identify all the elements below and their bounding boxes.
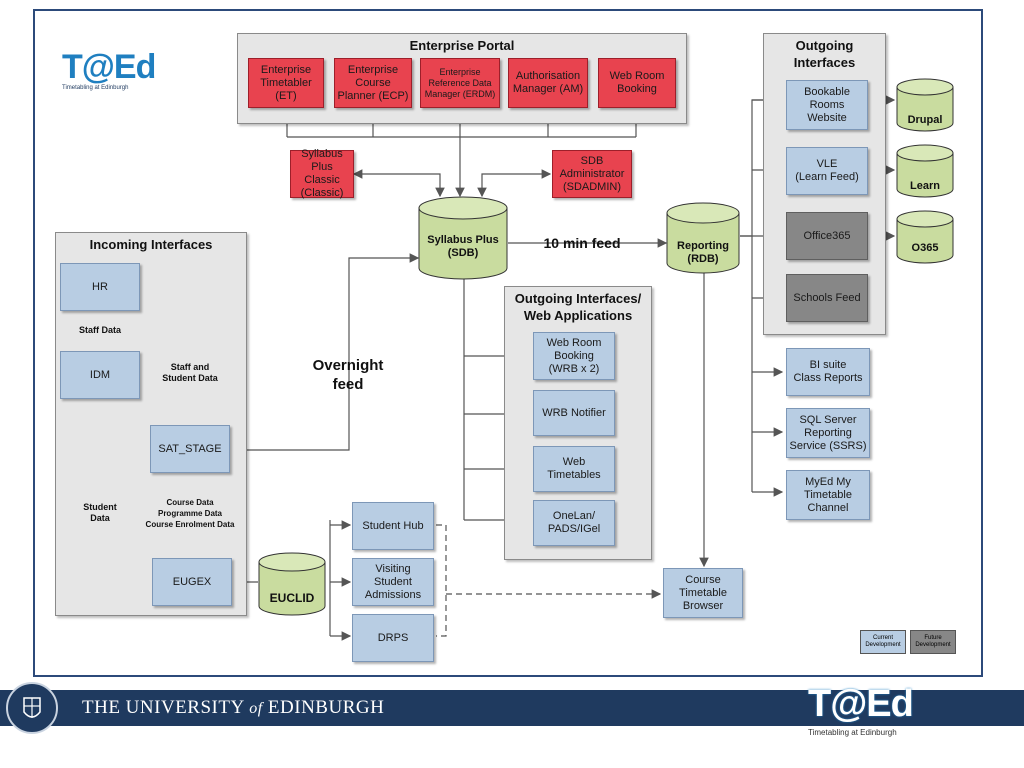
course-data-label: Course Data Programme Data Course Enrolm… [134, 497, 246, 530]
bookable-rooms-box: Bookable Rooms Website [786, 80, 868, 130]
drps-box: DRPS [352, 614, 434, 662]
erdm-box: Enterprise Reference Data Manager (ERDM) [420, 58, 500, 108]
uni-the: THE UNIVERSITY [82, 697, 244, 718]
sdb-label: Syllabus Plus (SDB) [427, 234, 499, 259]
web-timetables-box: Web Timetables [533, 446, 615, 492]
idm-box: IDM [60, 351, 140, 399]
myed-timetable-box: MyEd My Timetable Channel [786, 470, 870, 520]
outgoing-interfaces-title: Outgoing Interfaces [793, 38, 856, 70]
taed-logo: T@Ed Timetabling at Edinburgh [62, 50, 162, 95]
outgoing-web-apps-title: Outgoing Interfaces/ Web Applications [514, 291, 642, 323]
footer-logo-text: T@Ed [808, 683, 914, 725]
staff-student-data-label: Staff and Student Data [156, 362, 224, 384]
university-name: THE UNIVERSITY of EDINBURGH [82, 697, 384, 719]
footer-logo-tagline: Timetabling at Edinburgh [808, 728, 897, 737]
web-room-booking-wrb-box: Web Room Booking (WRB x 2) [533, 332, 615, 380]
sdb-database: Syllabus Plus (SDB) [418, 196, 508, 280]
enterprise-portal-title: Enterprise Portal [409, 38, 515, 53]
sat-stage-box: SAT_STAGE [150, 425, 230, 473]
uni-edinburgh: EDINBURGH [267, 697, 385, 718]
bi-suite-box: BI suite Class Reports [786, 348, 870, 396]
onelan-pads-igel-box: OneLan/ PADS/IGel [533, 500, 615, 546]
euclid-database: EUCLID [258, 552, 326, 616]
uni-of: of [249, 700, 263, 717]
learn-database: Learn [896, 144, 954, 198]
hr-box: HR [60, 263, 140, 311]
web-room-booking-portal-box: Web Room Booking [598, 58, 676, 108]
sdb-administrator-box: SDB Administrator (SDADMIN) [552, 150, 632, 198]
euclid-label: EUCLID [269, 591, 315, 605]
authorisation-manager-box: Authorisation Manager (AM) [508, 58, 588, 108]
schools-feed-box: Schools Feed [786, 274, 868, 322]
taed-logo-tagline: Timetabling at Edinburgh [62, 85, 129, 91]
staff-data-label: Staff Data [70, 325, 130, 336]
vle-learn-feed-box: VLE (Learn Feed) [786, 147, 868, 195]
ten-min-feed-label: 10 min feed [543, 235, 621, 251]
o365-database: O365 [896, 210, 954, 264]
learn-label: Learn [910, 180, 940, 192]
overnight-feed-label: Overnight feed [312, 357, 384, 393]
footer-taed-logo: T@Ed Timetabling at Edinburgh [808, 684, 918, 744]
o365-label: O365 [911, 242, 939, 254]
student-hub-box: Student Hub [352, 502, 434, 550]
visiting-student-admissions-box: Visiting Student Admissions [352, 558, 434, 606]
incoming-interfaces-title: Incoming Interfaces [89, 237, 213, 252]
taed-logo-text: T@Ed [62, 48, 156, 86]
legend-future-development: Future Development [910, 630, 956, 654]
wrb-notifier-box: WRB Notifier [533, 390, 615, 436]
rdb-database: Reporting (RDB) [666, 202, 740, 274]
enterprise-course-planner-box: Enterprise Course Planner (ECP) [334, 58, 412, 108]
university-crest-icon [6, 682, 58, 734]
footer-bar [0, 690, 1024, 726]
course-timetable-browser-box: Course Timetable Browser [663, 568, 743, 618]
enterprise-timetabler-box: Enterprise Timetabler (ET) [248, 58, 324, 108]
legend-current-development: Current Development [860, 630, 906, 654]
student-data-label: Student Data [74, 502, 126, 524]
rdb-label: Reporting (RDB) [677, 240, 729, 265]
drupal-database: Drupal [896, 78, 954, 132]
ssrs-box: SQL Server Reporting Service (SSRS) [786, 408, 870, 458]
office365-box: Office365 [786, 212, 868, 260]
eugex-box: EUGEX [152, 558, 232, 606]
drupal-label: Drupal [907, 114, 943, 126]
syllabus-plus-classic-box: Syllabus Plus Classic (Classic) [290, 148, 354, 199]
